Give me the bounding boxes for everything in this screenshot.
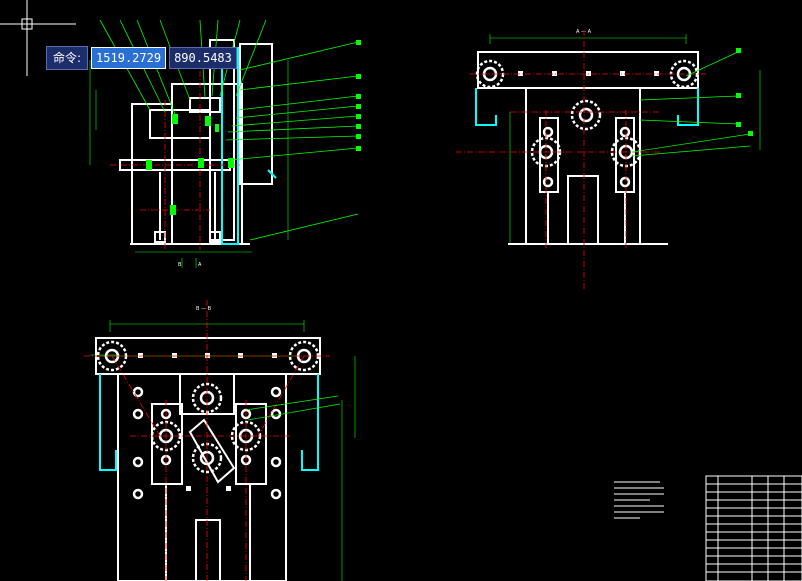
coordinate-x-input[interactable]: 1519.2729	[91, 47, 167, 69]
section-label-b: B	[178, 262, 182, 268]
coordinate-y-input[interactable]: 890.5483	[169, 47, 237, 69]
technical-notes	[614, 481, 664, 519]
front-view-bb: B — B	[84, 300, 356, 581]
crosshair-cursor	[0, 0, 76, 76]
section-label-bb: B — B	[196, 306, 212, 312]
title-block	[705, 475, 802, 581]
section-label-a: A	[198, 262, 202, 268]
command-prompt[interactable]: 命令: 1519.2729 890.5483	[46, 46, 237, 70]
front-view-aa: A — A	[456, 29, 761, 290]
command-label: 命令:	[46, 46, 89, 70]
